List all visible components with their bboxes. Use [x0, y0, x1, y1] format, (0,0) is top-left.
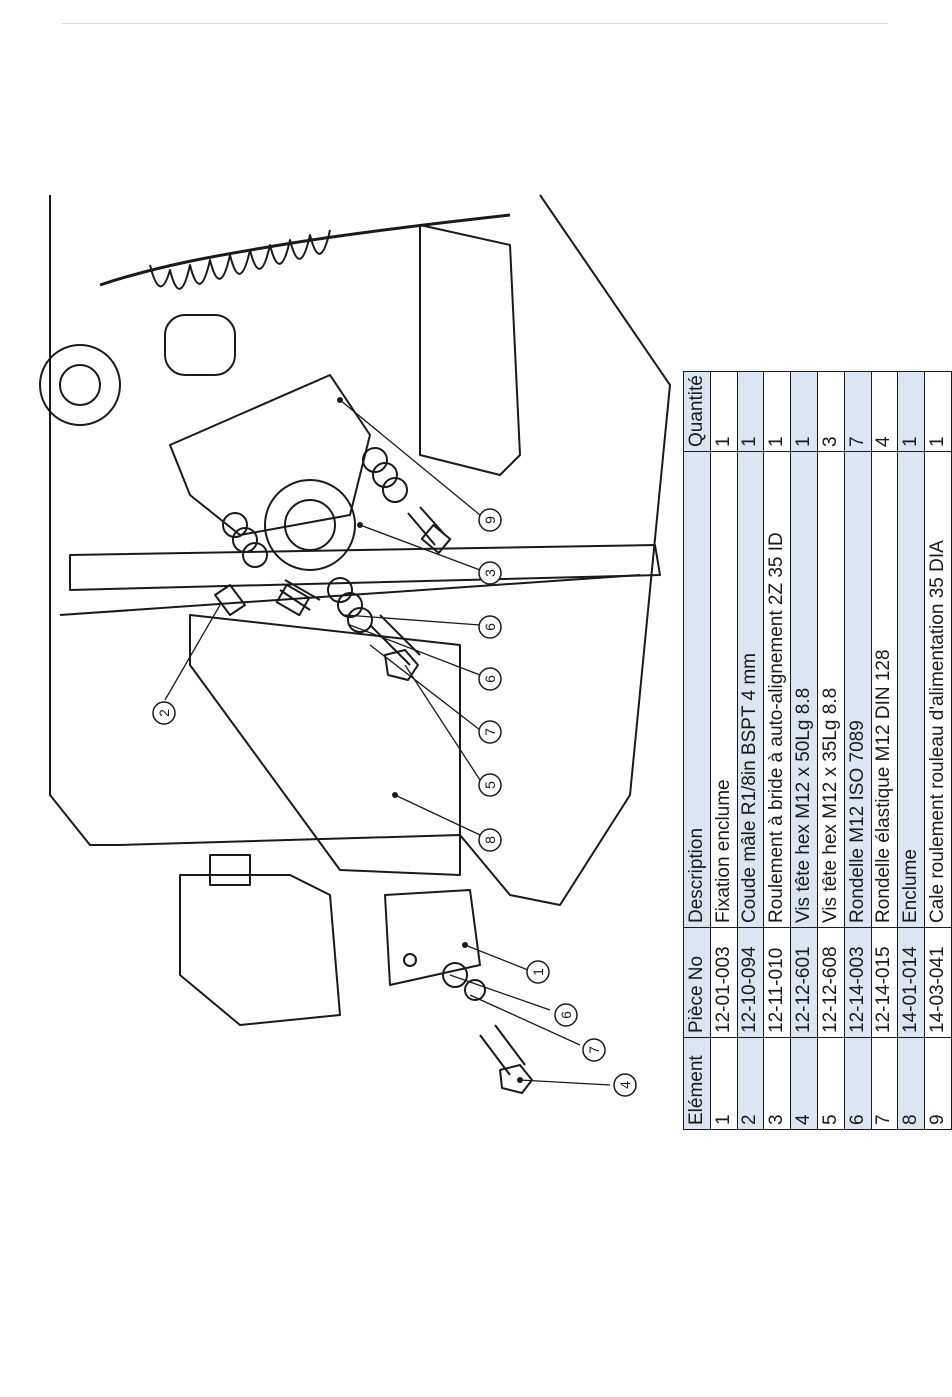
cell-element: 4 — [790, 1037, 818, 1130]
cell-element: 1 — [710, 1037, 738, 1130]
callout-6: 6 — [478, 615, 502, 639]
cell-part-no: 12-14-003 — [844, 927, 872, 1038]
col-header-part-no: Pièce No — [683, 927, 711, 1038]
svg-text:9: 9 — [482, 516, 498, 524]
callout-3: 3 — [478, 561, 502, 585]
cell-part-no: 14-03-041 — [924, 927, 952, 1038]
callout-1: 1 — [526, 960, 550, 984]
table-header-row: Elément Pièce No Description Quantité — [683, 371, 711, 1130]
cell-element: 8 — [897, 1037, 925, 1130]
svg-text:6: 6 — [482, 623, 498, 631]
cell-quantity: 4 — [871, 371, 898, 452]
cell-description: Rondelle M12 ISO 7089 — [844, 451, 872, 928]
col-header-description: Description — [683, 451, 711, 928]
svg-text:7: 7 — [482, 728, 498, 736]
cell-element: 2 — [737, 1037, 764, 1130]
cell-part-no: 12-12-608 — [817, 927, 845, 1038]
cell-element: 5 — [817, 1037, 845, 1130]
cell-part-no: 12-11-010 — [763, 927, 791, 1038]
cell-part-no: 12-14-015 — [871, 927, 898, 1038]
callout-7: 7 — [478, 720, 502, 744]
header-rule — [62, 23, 888, 24]
col-header-quantity: Quantité — [683, 371, 711, 452]
callout-4: 4 — [613, 1073, 637, 1097]
cell-quantity: 1 — [737, 371, 764, 452]
cell-quantity: 7 — [844, 371, 872, 452]
callout-2: 2 — [152, 701, 176, 725]
callout-6: 6 — [554, 1003, 578, 1027]
col-header-element: Elément — [683, 1037, 711, 1130]
cell-description: Fixation enclume — [710, 451, 738, 928]
cell-quantity: 3 — [817, 371, 845, 452]
svg-text:4: 4 — [617, 1081, 633, 1089]
cell-quantity: 1 — [790, 371, 818, 452]
cell-quantity: 1 — [897, 371, 925, 452]
cell-part-no: 12-12-601 — [790, 927, 818, 1038]
cell-element: 3 — [763, 1037, 791, 1130]
cell-element: 6 — [844, 1037, 872, 1130]
svg-text:3: 3 — [482, 569, 498, 577]
cell-part-no: 12-01-003 — [710, 927, 738, 1038]
cell-quantity: 1 — [924, 371, 952, 452]
cell-element: 7 — [871, 1037, 898, 1130]
flat-bar — [69, 544, 661, 591]
cell-description: Rondelle élastique M12 DIN 128 — [871, 451, 898, 928]
cell-description: Vis tête hex M12 x 35Lg 8.8 — [817, 451, 845, 928]
cell-quantity: 1 — [710, 371, 738, 452]
callout-9: 9 — [478, 508, 502, 532]
callout-8: 8 — [478, 828, 502, 852]
svg-text:6: 6 — [558, 1011, 574, 1019]
callout-7: 7 — [582, 1038, 606, 1062]
callout-5: 5 — [478, 773, 502, 797]
cell-element: 9 — [924, 1037, 952, 1130]
cell-description: Coude mâle R1/8in BSPT 4 mm — [737, 451, 764, 928]
cell-description: Cale roulement rouleau d'alimentation 35… — [924, 451, 952, 928]
cell-description: Roulement à bride à auto-alignement 2Z 3… — [763, 451, 791, 928]
svg-text:8: 8 — [482, 836, 498, 844]
cell-part-no: 14-01-014 — [897, 927, 925, 1038]
svg-text:6: 6 — [482, 675, 498, 683]
cell-quantity: 1 — [763, 371, 791, 452]
svg-text:2: 2 — [156, 709, 172, 717]
svg-text:7: 7 — [586, 1046, 602, 1054]
cell-description: Vis tête hex M12 x 50Lg 8.8 — [790, 451, 818, 928]
svg-text:5: 5 — [482, 781, 498, 789]
svg-text:1: 1 — [530, 968, 546, 976]
cell-part-no: 12-10-094 — [737, 927, 764, 1038]
exploded-assembly-drawing: 9 3 6 6 7 5 8 2 1 6 7 4 — [39, 194, 671, 1097]
cell-description: Enclume — [897, 451, 925, 928]
callout-6: 6 — [478, 667, 502, 691]
